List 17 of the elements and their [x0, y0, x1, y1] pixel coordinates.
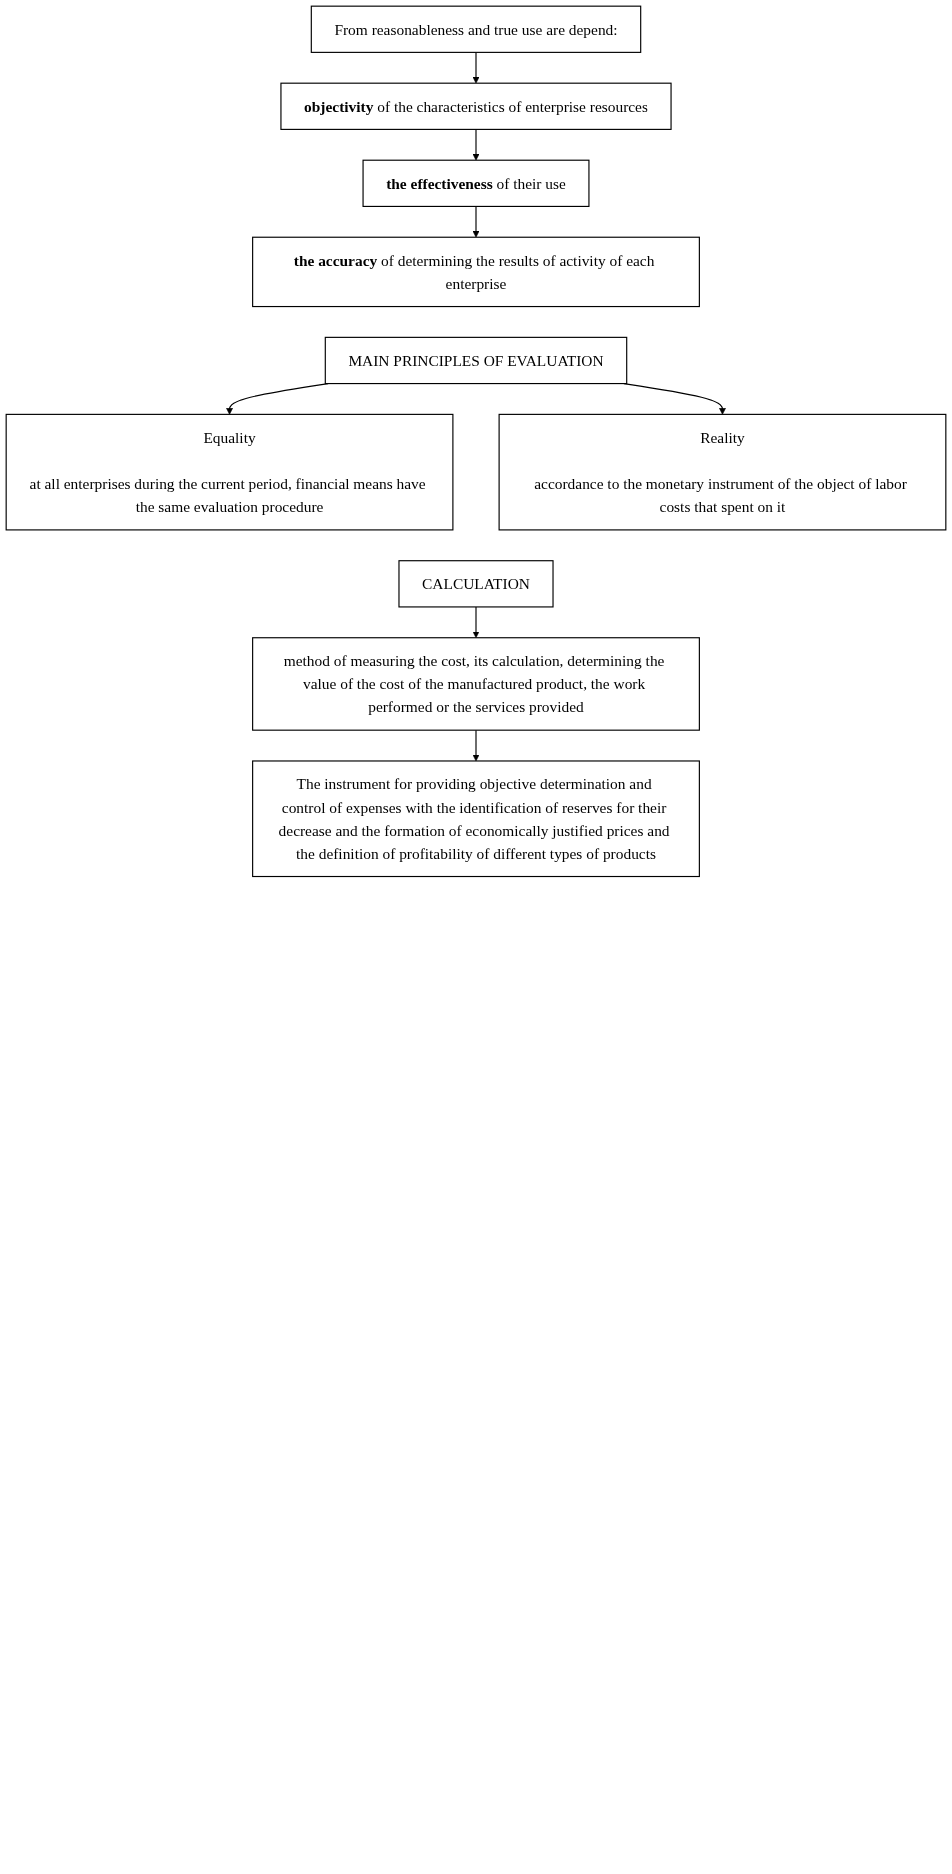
node-box: The instrument for providing objective determination and control of expenses with the identification of reserves for their decrease and the formation of economically justified prices and the definition of profitability of different types of products [252, 760, 700, 878]
arrow [472, 51, 480, 84]
arrow [226, 383, 329, 415]
arrow [472, 128, 480, 161]
node-box: MAIN PRINCIPLES OF EVALUATION [324, 336, 628, 385]
node-box: Reality accordance to the monetary instrument of the object of labor costs that spent on it [498, 413, 947, 531]
node-box: the effectiveness of their use [362, 159, 590, 207]
arrow [472, 606, 480, 639]
node-box: CALCULATION [398, 560, 554, 608]
node-box: From reasonableness and true use are depend: [310, 5, 642, 53]
node-box: method of measuring the cost, its calculation, determining the value of the cost of the manufactured product, the work performed or the services provided [252, 637, 700, 731]
node-box: objectivity of the characteristics of enterprise resources [280, 82, 672, 130]
node-box: Equality at all enterprises during the current period, financial means have the same evaluation procedure [5, 413, 454, 531]
arrow [472, 729, 480, 762]
node-box: the accuracy of determining the results of activity of each enterprise [252, 236, 700, 308]
arrow [623, 383, 726, 415]
arrow [472, 205, 480, 238]
